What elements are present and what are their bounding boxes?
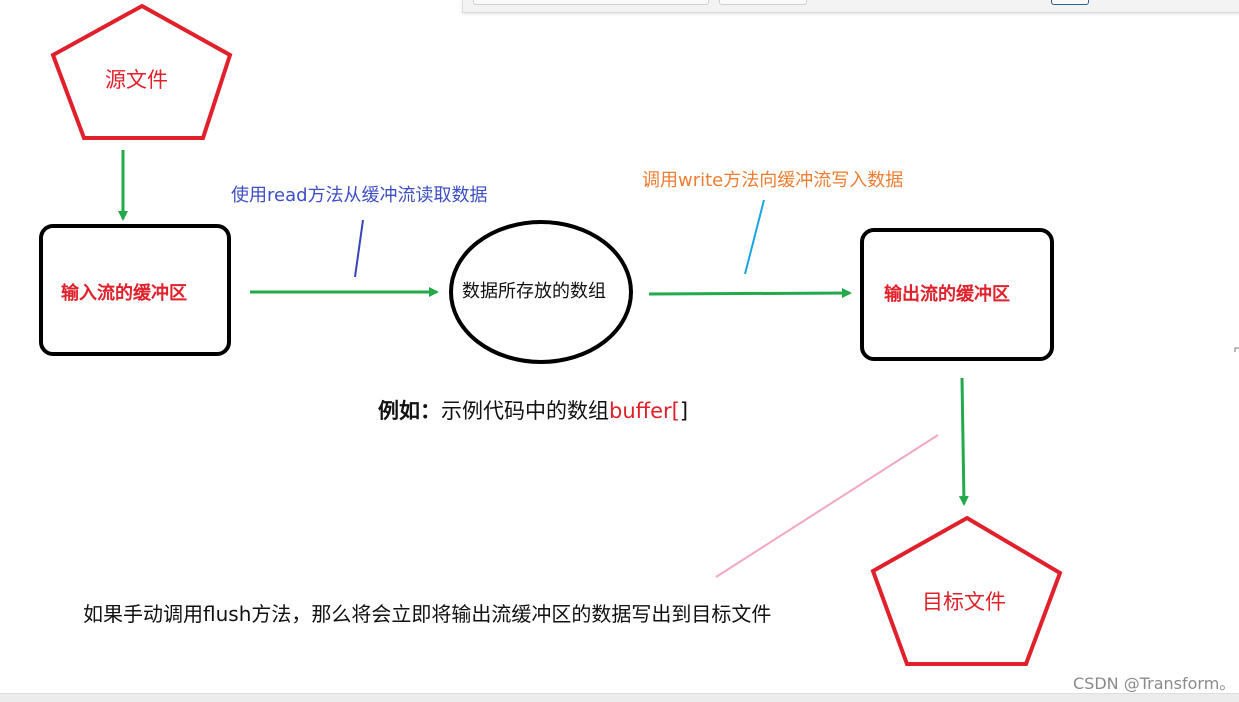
target-file-label: 目标文件 [922, 590, 1006, 614]
bottom-strip [0, 693, 1239, 702]
arrow-array-to-output [648, 288, 852, 299]
input-buffer-box [39, 224, 231, 356]
flush-method-note: 如果手动调用flush方法，那么将会立即将输出流缓冲区的数据写出到目标文件 [83, 602, 772, 626]
arrow-output-to-target [958, 377, 969, 506]
watermark: CSDN @Transform。 [1073, 674, 1236, 693]
example-note: 例如：示例代码中的数组buffer[] [378, 401, 688, 422]
output-buffer-box [860, 228, 1054, 361]
toolbar-field[interactable] [719, 0, 807, 5]
example-bracket: ] [679, 399, 689, 423]
target-file-pentagon [870, 515, 1063, 666]
example-buffer-name: buffer[ [609, 399, 680, 423]
output-buffer-label: 输出流的缓冲区 [884, 284, 1010, 305]
flush-note-pointer [715, 434, 939, 578]
toolbar-field[interactable] [473, 0, 709, 5]
top-toolbar-strip [462, 0, 1239, 13]
example-prefix: 例如： [378, 399, 441, 423]
toolbar-button[interactable] [1051, 0, 1089, 5]
example-text: 示例代码中的数组 [441, 399, 609, 423]
read-method-note: 使用read方法从缓冲流读取数据 [231, 185, 488, 206]
write-method-note: 调用write方法向缓冲流写入数据 [642, 170, 904, 191]
array-label: 数据所存放的数组 [462, 281, 606, 302]
write-note-pointer [744, 199, 765, 275]
array-ellipse [449, 220, 633, 364]
source-file-label: 源文件 [105, 68, 168, 92]
source-file-pentagon [50, 3, 233, 140]
read-note-pointer [354, 219, 364, 278]
input-buffer-label: 输入流的缓冲区 [61, 283, 187, 304]
